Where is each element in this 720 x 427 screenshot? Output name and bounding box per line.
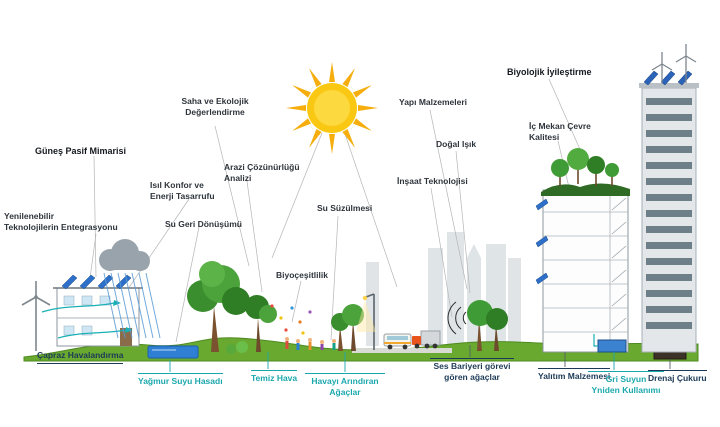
label-biyocesitlilik: Biyoçeşitlilik [276, 270, 328, 280]
label-ic-mekan-cevre-kalitesi: İç Mekan Çevre Kalitesi [529, 121, 591, 143]
label-ses-bariyeri-agaclar: Ses Bariyeri görevi gören ağaçlar [430, 358, 514, 383]
green-roof-icon [541, 183, 630, 196]
label-gri-suyun-yeniden-kullanimi: Gri Suyun Yniden Kullanımı [588, 371, 664, 396]
label-saha-ekolojik-degerlendirme: Saha ve Ekolojik Değerlendirme [181, 96, 249, 118]
large-trees-icon [187, 261, 277, 354]
air-purifying-trees-icon [331, 304, 364, 351]
label-drenaj-cukuru: Drenaj Çukuru [648, 370, 707, 384]
label-yalitim-malzemesi: Yalıtım Malzemesi [538, 368, 611, 382]
greywater-tank-icon [593, 334, 627, 353]
rooftop-wind-turbines-icon [651, 44, 697, 83]
label-yapi-malzemeleri: Yapı Malzemeleri [399, 97, 468, 107]
rain-cloud-icon [99, 239, 161, 339]
rooftop-trees-icon [551, 148, 619, 186]
house-door [120, 328, 132, 346]
rainwater-pond-icon [147, 345, 199, 359]
label-capraz-havalandirma: Çapraz Havalandırma [37, 350, 124, 365]
sound-barrier-arcs-icon [447, 301, 467, 335]
label-yagmur-suyu-hasadi: Yağmur Suyu Hasadı [138, 373, 223, 387]
bus-icon [383, 333, 412, 350]
facade-solar-louvers-icon [535, 198, 549, 285]
label-insaat-teknolojisi: İnşaat Teknolojisi [397, 176, 468, 186]
rooftop-solar-array-icon [643, 70, 693, 86]
skyscraper-icon [639, 70, 699, 353]
label-biyolojik-iyilestirme: Biyolojik İyileştirme [507, 67, 592, 77]
stairs-icon [611, 197, 627, 331]
label-su-geri-donusumu: Su Geri Dönüşümü [165, 219, 242, 229]
street-lamp-icon [356, 293, 376, 350]
label-havayi-arindiran-agaclar: Havayı Arındıran Ağaçlar [305, 373, 385, 398]
label-isil-konfor: Isıl Konfor ve Enerji Tasarrufu [150, 180, 215, 202]
green-roof-building-icon [535, 148, 630, 353]
biodiversity-dots-icon [270, 304, 312, 335]
sound-barrier-trees-icon [467, 300, 508, 351]
leader-lines [89, 78, 587, 343]
truck-icon [412, 330, 441, 349]
label-temiz-hava: Temiz Hava [251, 370, 298, 384]
label-ticks [169, 345, 671, 372]
label-gunes-pasif-mimarisi: Güneş Pasif Mimarisi [35, 146, 127, 156]
label-su-suzulmesi: Su Süzülmesi [317, 203, 373, 213]
sun-icon [286, 62, 378, 154]
rain-icon [103, 272, 161, 339]
passive-solar-house-icon [53, 274, 143, 347]
wind-turbine-icon [21, 281, 51, 351]
label-yenilenebilir-teknolojiler: Yenilenebilir Teknolojilerin Entegrasyon… [4, 211, 118, 233]
label-arazi-cozunurlugu: Arazi Çözünürlüğü Analizi [224, 162, 300, 184]
road-strip [352, 348, 452, 353]
people-icons [285, 337, 336, 350]
label-dogal-isik: Doğal Işık [436, 139, 477, 149]
